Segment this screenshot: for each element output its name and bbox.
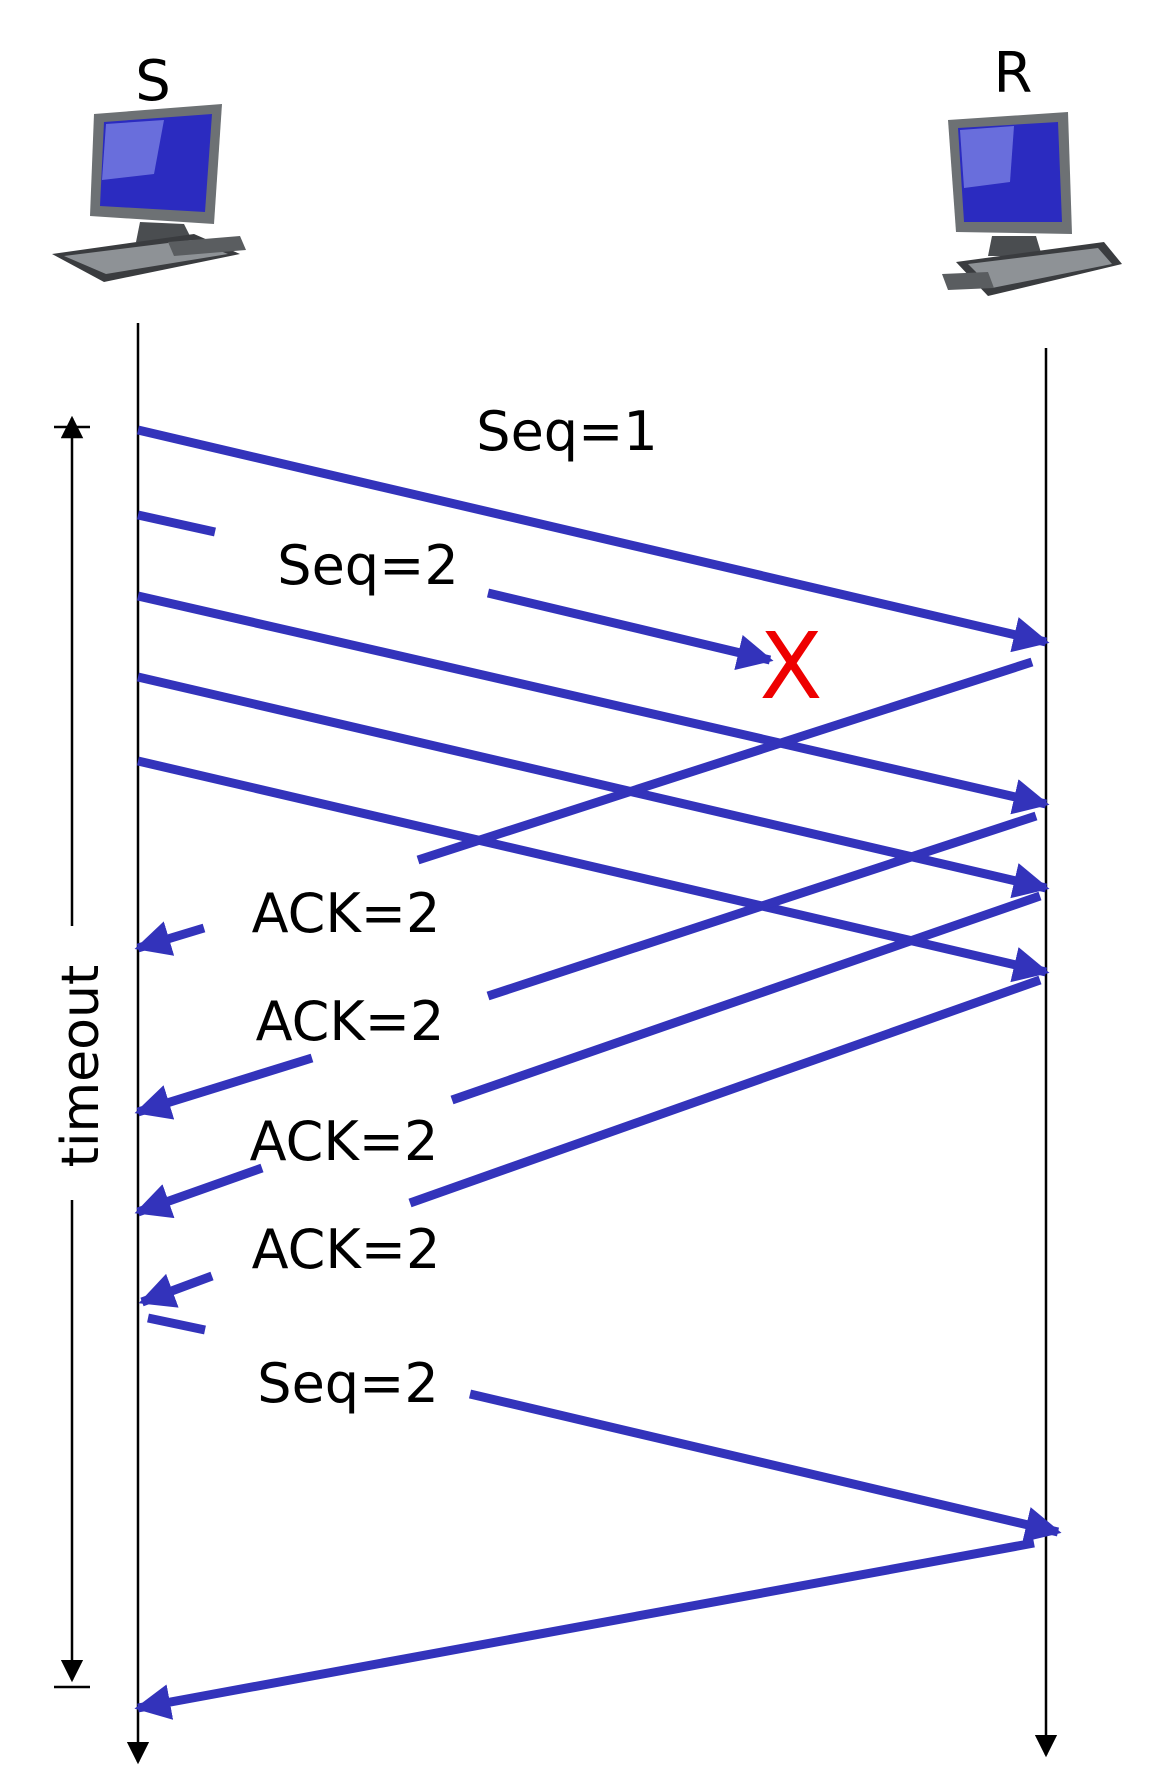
seq2-retx-arrow (468, 1389, 1062, 1543)
receiver-label: R (994, 41, 1033, 106)
seq2-arrow-lost (137, 510, 216, 537)
desktop-computer-icon (52, 104, 246, 282)
ack-arrow (134, 1163, 264, 1219)
ack-arrow (416, 657, 1034, 865)
loss-mark: X (759, 613, 822, 720)
message-label: ACK=2 (252, 1218, 441, 1281)
ack-arrow (138, 1271, 214, 1308)
message-label: ACK=2 (250, 1110, 439, 1173)
sender-label: S (135, 49, 171, 114)
seq3-arrow (136, 591, 1050, 815)
ack-arrow (134, 1053, 314, 1120)
message-label: Seq=2 (257, 1352, 438, 1415)
segment-arrows (136, 425, 1050, 983)
message-label: ACK=2 (252, 882, 441, 945)
timeout-label: timeout (51, 965, 111, 1168)
seq2-arrow-lost (486, 588, 774, 671)
retransmit-arrows (134, 1313, 1062, 1720)
seq4-arrow (136, 672, 1050, 899)
final-ack-arrow (134, 1538, 1035, 1720)
ack-arrow (450, 891, 1042, 1105)
ack-arrows (134, 657, 1042, 1308)
message-label: Seq=1 (476, 400, 657, 463)
timeout-interval (54, 415, 90, 1689)
seq1-arrow (136, 425, 1050, 653)
seq2-retx-arrow (147, 1313, 206, 1335)
message-label: Seq=2 (277, 534, 458, 597)
message-label: ACK=2 (256, 990, 445, 1053)
ack-arrow (134, 921, 206, 956)
ack-arrow (486, 811, 1038, 1001)
seq5-arrow (136, 756, 1050, 983)
desktop-computer-icon (942, 112, 1122, 296)
ack-arrow (408, 975, 1042, 1208)
